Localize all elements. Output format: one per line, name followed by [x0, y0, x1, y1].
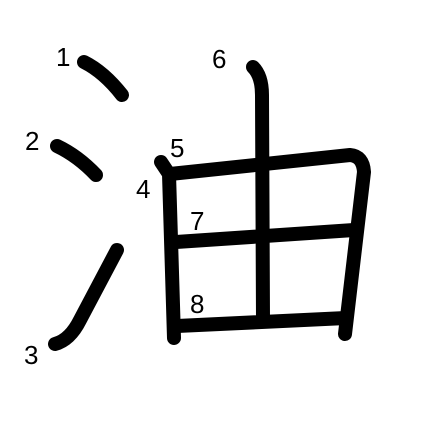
stroke-number-6: 6 — [212, 44, 226, 74]
stroke-number-8: 8 — [190, 289, 204, 319]
stroke-8-horizontal — [170, 311, 353, 333]
stroke-number-5: 5 — [170, 133, 184, 163]
stroke-number-4: 4 — [136, 174, 150, 204]
stroke-1-dot — [77, 55, 129, 102]
stroke-6-vertical — [246, 60, 270, 327]
stroke-number-2: 2 — [25, 126, 39, 156]
stroke-4-vertical — [154, 155, 181, 345]
stroke-number-3: 3 — [24, 340, 38, 370]
stroke-3-rising — [48, 243, 124, 351]
stroke-2-dot — [50, 139, 103, 182]
stroke-7-horizontal — [169, 223, 361, 249]
stroke-number-7: 7 — [190, 206, 204, 236]
stroke-number-1: 1 — [56, 42, 70, 72]
stroke-5-horizontal-turn — [163, 148, 371, 341]
